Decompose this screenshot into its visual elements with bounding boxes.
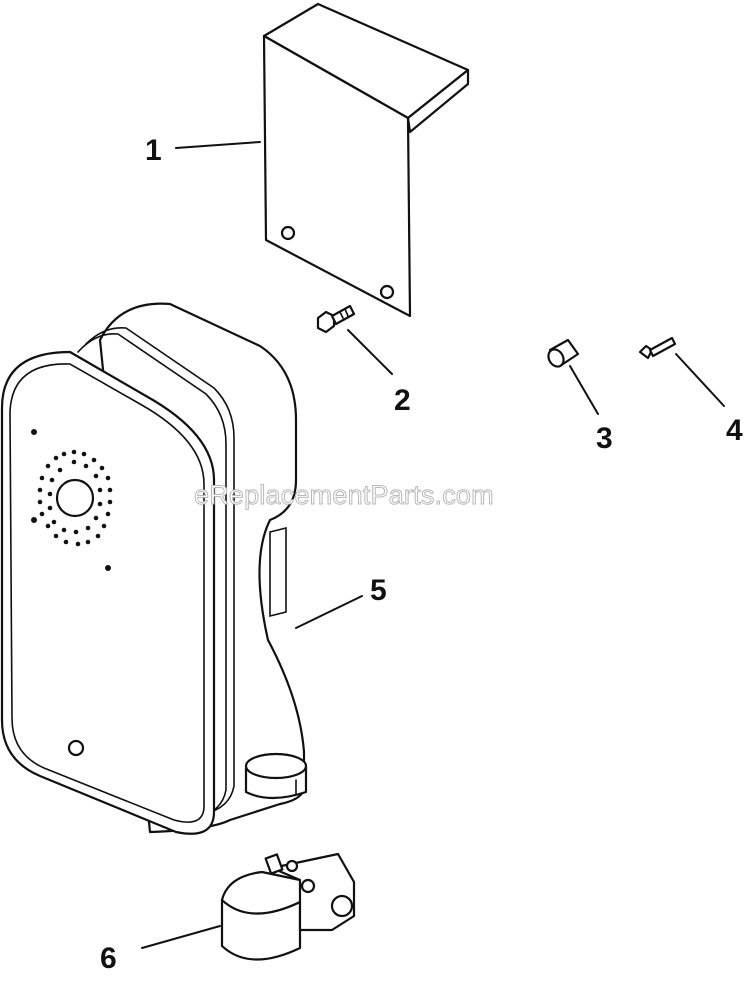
leader-2: [347, 329, 393, 375]
watermark-text: eReplacementParts.com: [194, 480, 494, 510]
part-screw: [316, 304, 356, 334]
part-bracket: [262, 2, 470, 318]
part-spacer: [547, 338, 580, 368]
leader-3: [569, 365, 599, 415]
leader-6: [141, 925, 221, 949]
callout-1: 1: [145, 134, 162, 167]
grille-perforations: [37, 449, 113, 547]
part-clamp: [220, 852, 356, 961]
callout-6: 6: [100, 942, 117, 975]
part-muffler: [0, 302, 308, 835]
leader-4: [675, 353, 725, 407]
callout-2: 2: [394, 384, 411, 417]
leader-5: [295, 595, 363, 629]
callout-4: 4: [726, 414, 743, 447]
leader-1: [175, 141, 261, 149]
part-bolt: [638, 336, 677, 360]
callout-5: 5: [370, 574, 387, 607]
callout-3: 3: [596, 422, 613, 455]
